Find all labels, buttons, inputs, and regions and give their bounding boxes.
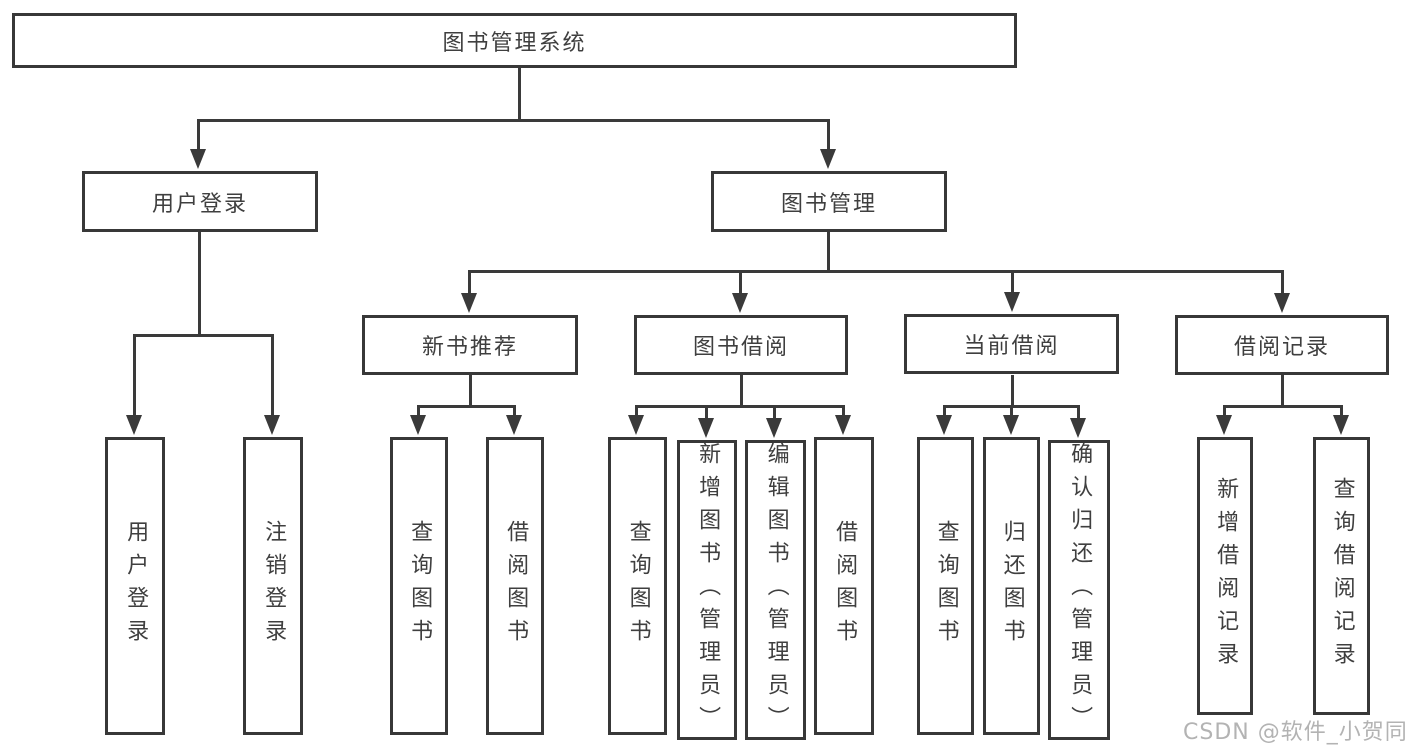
connector-line	[198, 232, 201, 337]
leaf-confirm-return-admin-label: 确认归还（管理员）	[1067, 441, 1093, 739]
leaf-query-books-borrow-label: 查询图书	[625, 520, 651, 652]
connector-line	[1281, 271, 1284, 297]
leaf-edit-books-admin: 编辑图书（管理员）	[745, 440, 806, 740]
arrow-down-icon	[1004, 292, 1020, 312]
node-new-book-recommend: 新书推荐	[362, 315, 578, 375]
connector-line	[417, 406, 420, 419]
connector-line	[518, 68, 521, 122]
connector-line	[1281, 375, 1284, 408]
connector-line	[1077, 406, 1080, 422]
connector-line	[271, 335, 274, 419]
csdn-watermark: CSDN @软件_小贺同学	[1183, 720, 1405, 745]
node-user-login: 用户登录	[82, 171, 318, 232]
connector-line	[635, 406, 638, 419]
connector-line	[417, 405, 516, 408]
leaf-borrow-books-recommend: 借阅图书	[486, 437, 544, 735]
arrow-down-icon	[628, 415, 644, 435]
connector-line	[468, 270, 1284, 273]
arrow-down-icon	[1216, 415, 1232, 435]
connector-line	[133, 334, 274, 337]
arrow-down-icon	[461, 293, 477, 313]
connector-line	[1223, 406, 1226, 419]
leaf-query-books-borrow: 查询图书	[608, 437, 667, 735]
leaf-edit-books-admin-label: 编辑图书（管理员）	[763, 441, 789, 739]
connector-line	[842, 406, 845, 419]
connector-line	[1011, 271, 1014, 296]
leaf-add-borrow-record-label: 新增借阅记录	[1213, 477, 1239, 675]
node-library-system-label: 图书管理系统	[442, 30, 587, 56]
connector-line	[943, 406, 946, 419]
connector-line	[739, 271, 742, 297]
node-book-borrow-label: 图书借阅	[692, 335, 789, 360]
leaf-query-books-recommend-label: 查询图书	[407, 520, 433, 652]
leaf-add-books-admin-label: 新增图书（管理员）	[695, 441, 721, 739]
arrow-down-icon	[1333, 415, 1349, 435]
leaf-return-books-label: 归还图书	[999, 520, 1025, 652]
arrow-down-icon	[732, 293, 748, 313]
node-library-system: 图书管理系统	[12, 13, 1017, 68]
connector-line	[740, 375, 743, 408]
connector-line	[1223, 405, 1343, 408]
leaf-query-borrow-record-label: 查询借阅记录	[1329, 477, 1355, 675]
leaf-query-borrow-record: 查询借阅记录	[1313, 437, 1370, 715]
leaf-confirm-return-admin: 确认归还（管理员）	[1048, 440, 1110, 740]
leaf-query-books-recommend: 查询图书	[390, 437, 448, 735]
connector-line	[1011, 375, 1014, 408]
leaf-user-login: 用户登录	[105, 437, 165, 735]
leaf-logout: 注销登录	[243, 437, 303, 735]
leaf-borrow-books-recommend-label: 借阅图书	[503, 520, 529, 652]
arrow-down-icon	[1003, 415, 1019, 435]
connector-line	[827, 120, 830, 153]
connector-line	[1340, 406, 1343, 419]
connector-line	[827, 232, 830, 273]
arrow-down-icon	[1070, 418, 1086, 438]
connector-line	[197, 120, 200, 153]
connector-line	[468, 271, 471, 297]
arrow-down-icon	[835, 415, 851, 435]
node-current-borrow-label: 当前借阅	[963, 334, 1060, 359]
connector-line	[635, 405, 845, 408]
arrow-down-icon	[936, 415, 952, 435]
connector-line	[773, 406, 776, 422]
leaf-borrow-books-label: 借阅图书	[832, 520, 858, 652]
leaf-logout-label: 注销登录	[261, 520, 287, 652]
node-new-book-recommend-label: 新书推荐	[421, 335, 518, 360]
leaf-user-login-label: 用户登录	[123, 520, 149, 652]
arrow-down-icon	[410, 415, 426, 435]
arrow-down-icon	[1274, 293, 1290, 313]
leaf-return-books: 归还图书	[983, 437, 1040, 735]
connector-line	[513, 406, 516, 419]
leaf-add-borrow-record: 新增借阅记录	[1197, 437, 1253, 715]
arrow-down-icon	[698, 418, 714, 438]
arrow-down-icon	[506, 415, 522, 435]
leaf-add-books-admin: 新增图书（管理员）	[677, 440, 737, 740]
node-book-management-label: 图书管理	[780, 191, 877, 217]
arrow-down-icon	[190, 149, 206, 169]
node-borrow-records-label: 借阅记录	[1233, 335, 1330, 360]
node-book-borrow: 图书借阅	[634, 315, 848, 375]
arrow-down-icon	[820, 149, 836, 169]
leaf-borrow-books: 借阅图书	[814, 437, 874, 735]
connector-line	[469, 375, 472, 408]
arrow-down-icon	[766, 418, 782, 438]
leaf-query-books-current: 查询图书	[917, 437, 974, 735]
arrow-down-icon	[126, 415, 142, 435]
node-user-login-label: 用户登录	[151, 191, 248, 217]
node-borrow-records: 借阅记录	[1175, 315, 1389, 375]
connector-line	[133, 335, 136, 419]
connector-line	[1010, 406, 1013, 419]
connector-line	[197, 119, 830, 122]
node-current-borrow: 当前借阅	[904, 314, 1119, 374]
arrow-down-icon	[264, 415, 280, 435]
leaf-query-books-current-label: 查询图书	[933, 520, 959, 652]
connector-line	[705, 406, 708, 422]
node-book-management: 图书管理	[711, 171, 947, 232]
